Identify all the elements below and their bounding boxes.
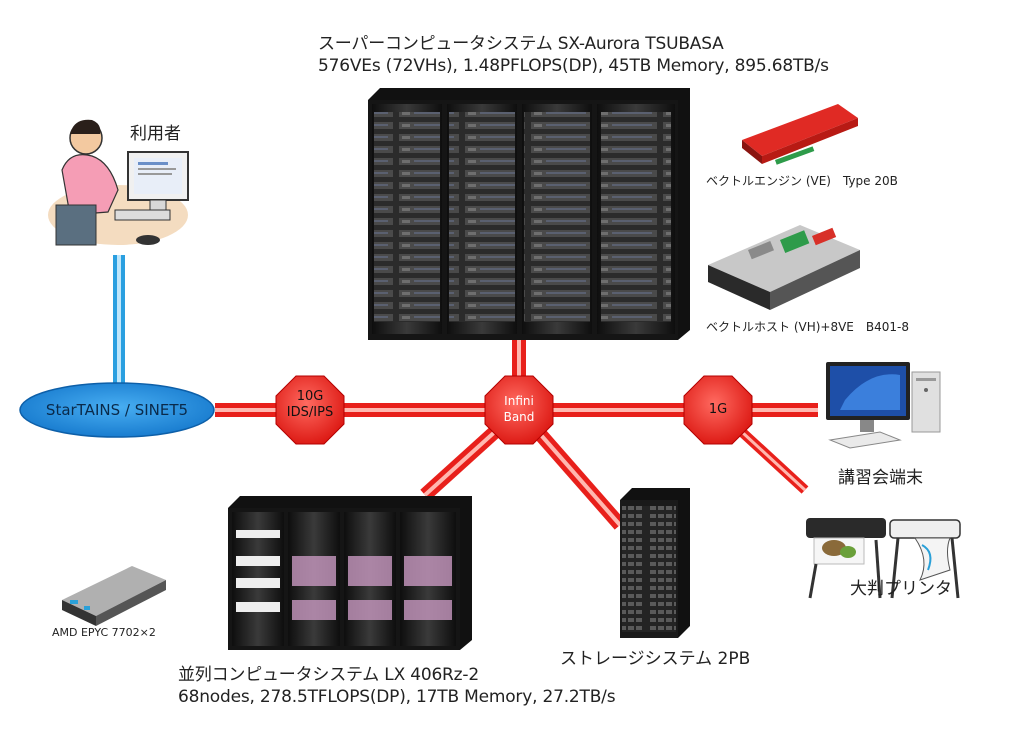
amd-node-label: AMD EPYC 7702×2: [52, 626, 156, 639]
firewall-label-line1: 10G: [296, 389, 324, 404]
infiniband-label-line1: Infini: [504, 394, 534, 408]
supercomputer-spec: 576VEs (72VHs), 1.48PFLOPS(DP), 45TB Mem…: [318, 56, 829, 76]
user-label: 利用者: [130, 124, 181, 144]
network-cloud: [19, 382, 215, 438]
vh-server-label: ベクトルホスト (VH)+8VE B401-8: [706, 320, 909, 334]
user-link: [113, 255, 125, 397]
user-at-computer-icon: [48, 119, 189, 246]
large-format-printer-icon: [806, 518, 961, 599]
firewall-label-line2: IDS/IPS: [286, 405, 334, 420]
ve-card-label: ベクトルエンジン (VE) Type 20B: [706, 174, 898, 188]
gigabit-node: [683, 375, 753, 445]
server-node-icon: [62, 566, 166, 626]
firewall-node: [275, 375, 345, 445]
supercomputer-title: スーパーコンピュータシステム SX-Aurora TSUBASA: [318, 34, 724, 54]
network-label: StarTAINS / SINET5: [45, 401, 189, 419]
desktop-pc-icon: [826, 362, 941, 449]
terminal-label: 講習会端末: [838, 468, 923, 488]
vector-host-server-icon: [708, 225, 860, 310]
gigabit-label: 1G: [708, 402, 728, 417]
supercomputer-racks: [368, 88, 690, 340]
parallel-racks: [228, 496, 472, 650]
storage-rack-icon: [620, 488, 690, 638]
storage-label: ストレージシステム 2PB: [560, 649, 751, 669]
parallel-title: 並列コンピュータシステム LX 406Rz-2: [178, 665, 479, 685]
vector-engine-card-icon: [742, 104, 858, 165]
infiniband-label-line2: Band: [503, 410, 535, 424]
parallel-spec: 68nodes, 278.5TFLOPS(DP), 17TB Memory, 2…: [178, 687, 616, 707]
infiniband-node: [484, 375, 554, 445]
printer-label: 大判プリンタ: [850, 579, 952, 599]
